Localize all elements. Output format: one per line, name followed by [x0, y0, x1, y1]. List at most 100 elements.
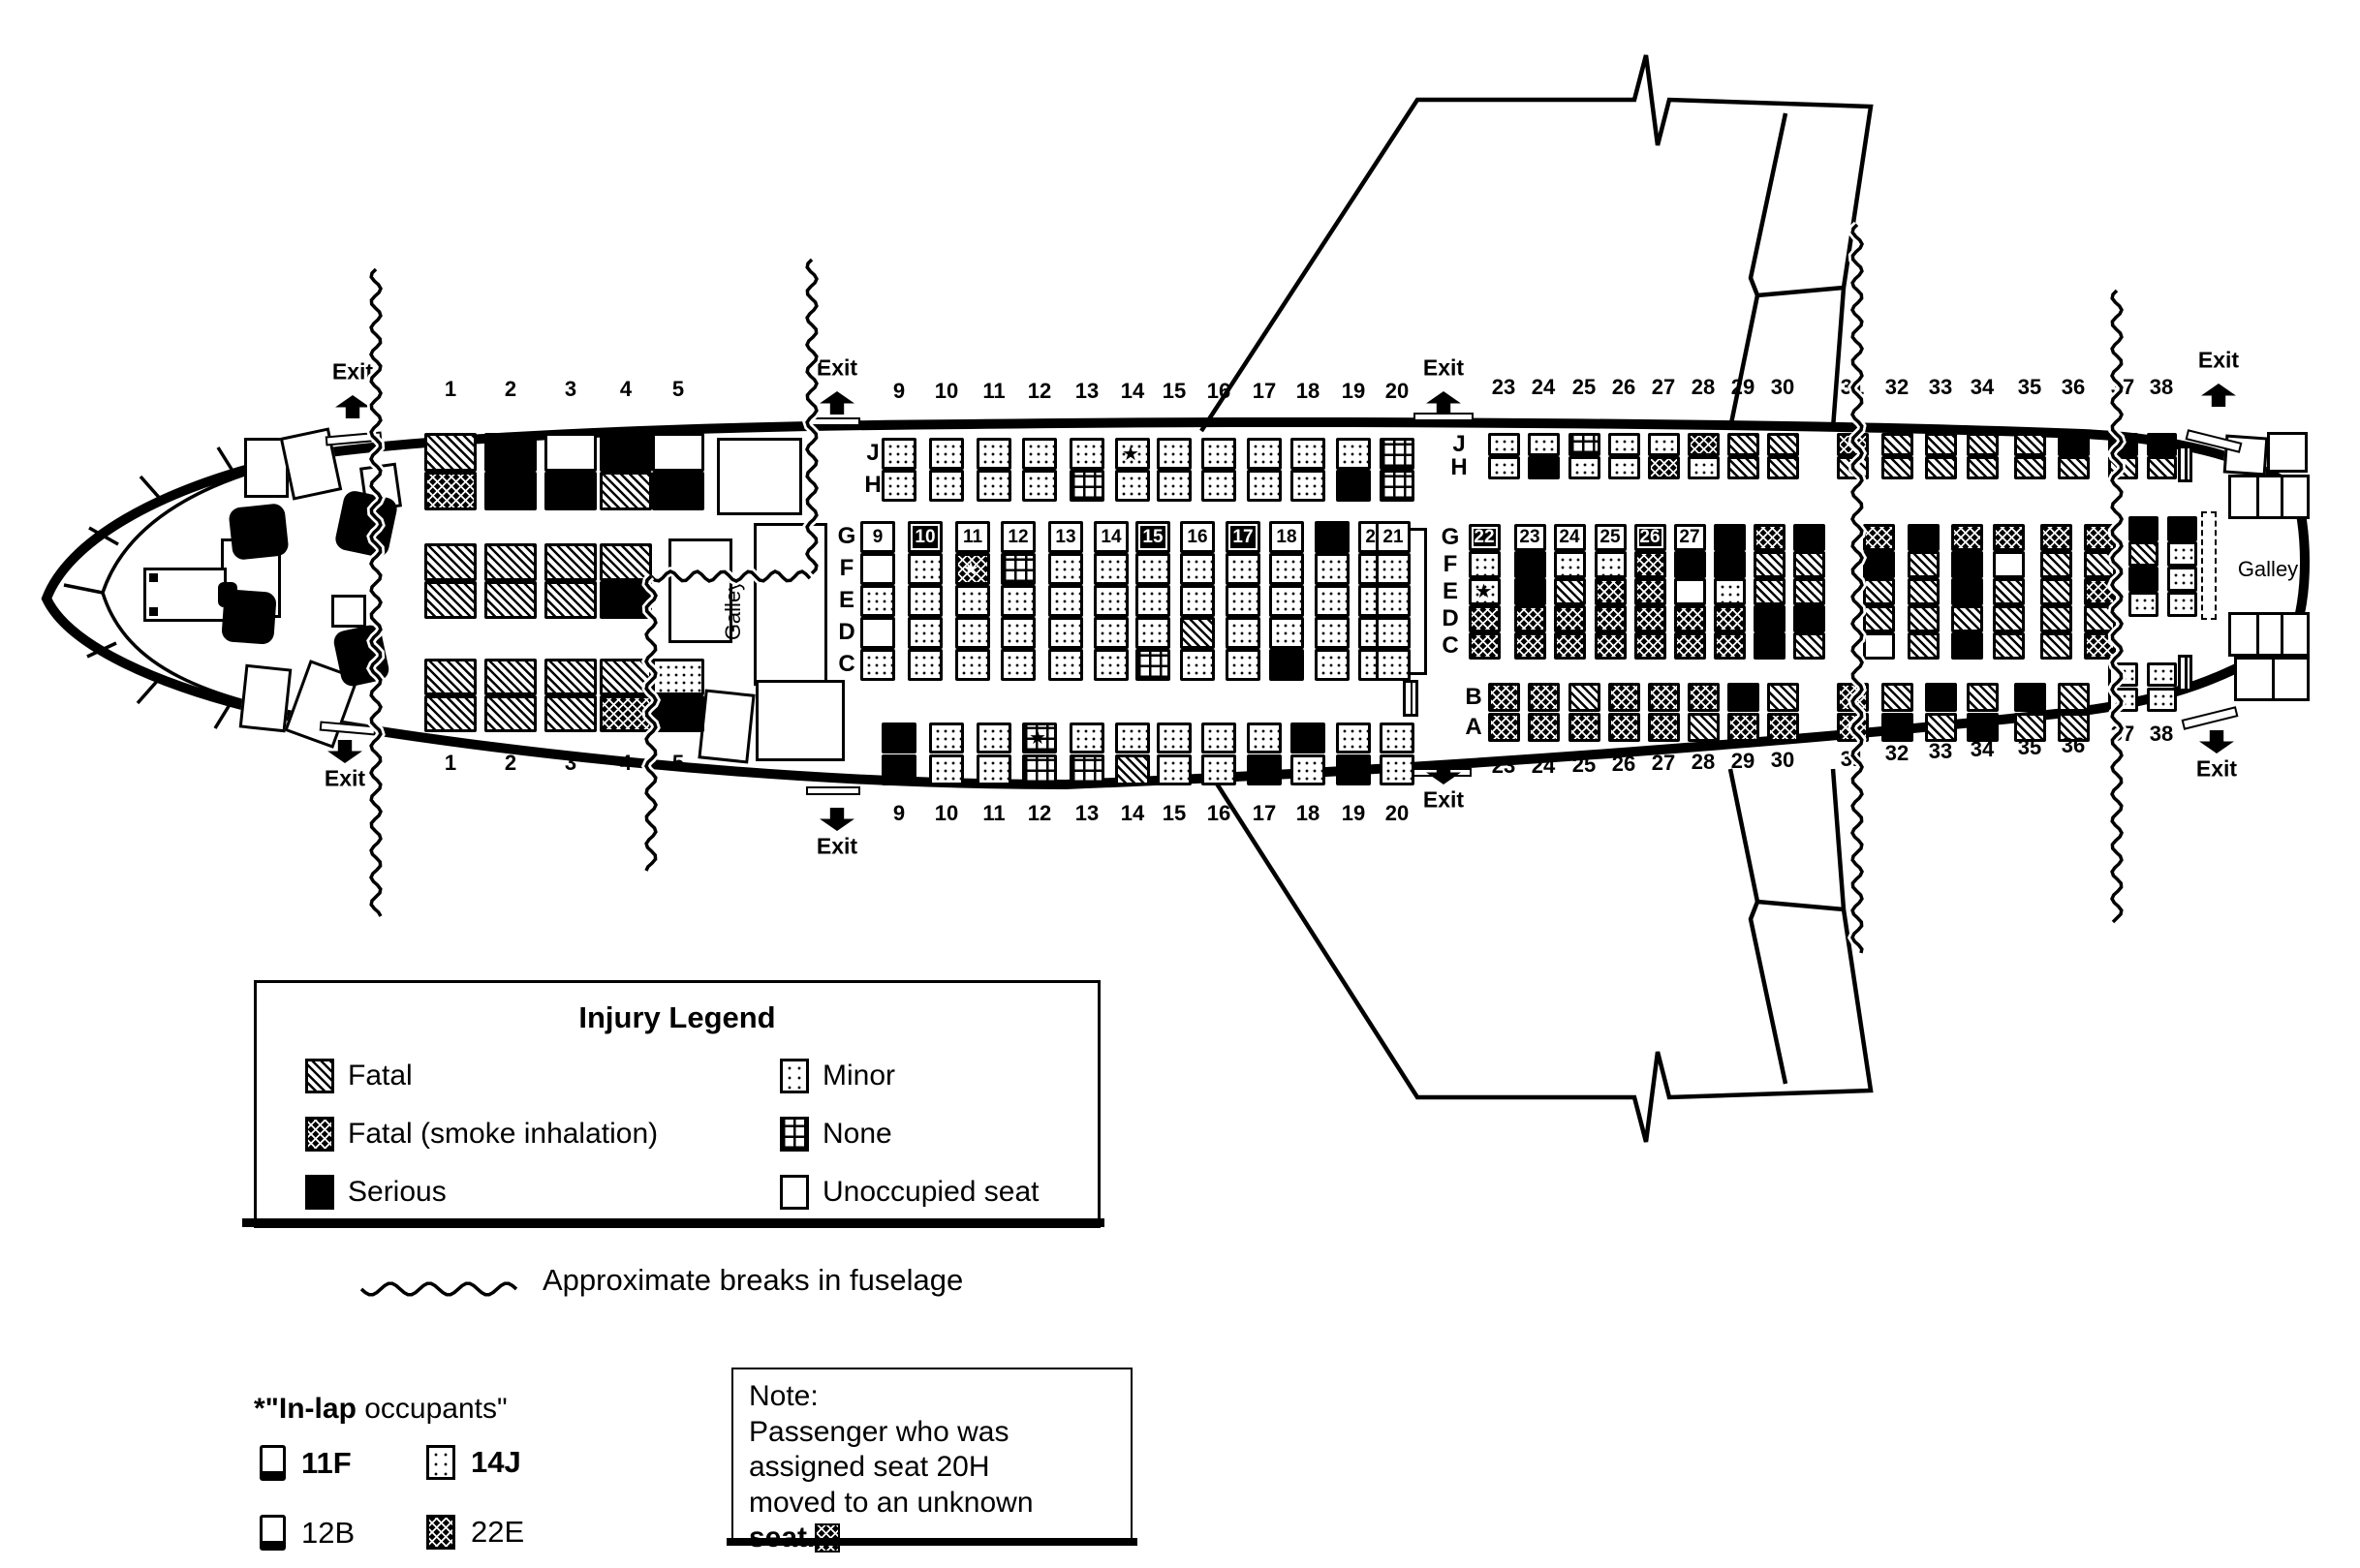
seat-31E — [1862, 578, 1895, 605]
seat-15E — [1135, 585, 1170, 617]
lap-seat-icon — [260, 1445, 286, 1481]
cockpit-seat — [333, 488, 399, 560]
seat-25H — [1568, 456, 1600, 479]
inlap-star-icon: ★ — [962, 558, 979, 580]
seat-36G — [2083, 524, 2116, 551]
seat-2J — [484, 433, 537, 472]
seat-27J — [1647, 433, 1680, 456]
minor-swatch-icon — [780, 1059, 809, 1093]
seat-9E — [860, 585, 895, 617]
seat-4H — [600, 472, 652, 510]
inlap-seat-label: 22E — [471, 1515, 525, 1549]
row-label-top-19: 19 — [1341, 379, 1366, 403]
seat-18C — [1269, 649, 1304, 681]
row-label-top-1: 1 — [444, 377, 457, 401]
seat-37D — [2127, 592, 2158, 617]
row-label-bottom-23: 23 — [1491, 753, 1516, 778]
row-label-top-34: 34 — [1970, 375, 1995, 399]
seat-26G: 26 — [1633, 524, 1666, 551]
exit-label: Exit — [2195, 755, 2238, 782]
cockpit-console — [143, 568, 237, 622]
seat-letter-H: H — [1450, 454, 1468, 480]
seat-14G: 14 — [1094, 521, 1129, 553]
inlap-seat-label: 11F — [301, 1445, 352, 1480]
seat-14E — [1094, 585, 1129, 617]
seat-15H — [1157, 470, 1192, 502]
row-label-top-3: 3 — [564, 377, 577, 401]
seat-22G: 22 — [1468, 524, 1501, 551]
exit-label: Exit — [1422, 354, 1465, 381]
seat-28C — [1713, 632, 1746, 660]
seat-18H — [1290, 470, 1325, 502]
seat-30E — [1792, 578, 1825, 605]
seat-21G: 21 — [1376, 521, 1411, 553]
seat-letter-D: D — [1442, 605, 1459, 631]
seat-9F — [860, 553, 895, 585]
seat-letter-B: B — [882, 724, 899, 751]
seat-15G: 15 — [1135, 521, 1170, 553]
seat-letter-J: J — [866, 440, 880, 466]
seat-13D — [1048, 617, 1083, 649]
galley-divider — [2272, 660, 2275, 698]
seat-38B — [2146, 662, 2177, 687]
galley-divider — [2281, 477, 2284, 516]
legend-item: Fatal (smoke inhalation) — [305, 1117, 658, 1152]
seat-letter-E: E — [838, 587, 855, 613]
row-label-top-33: 33 — [1928, 375, 1953, 399]
seat-29G — [1753, 524, 1786, 551]
seat-19H — [1336, 470, 1371, 502]
legend-item: Unoccupied seat — [780, 1175, 1039, 1210]
seat-4C — [600, 581, 652, 619]
seat-25G: 25 — [1594, 524, 1627, 551]
seat-2A — [484, 695, 537, 732]
seat-23F — [1513, 551, 1546, 578]
legend-item-label: Serious — [348, 1176, 447, 1208]
seat-letter-J: J — [1452, 431, 1466, 457]
seat-5B — [652, 659, 704, 695]
seat-letter-C: C — [1442, 632, 1459, 659]
stowage-box — [754, 523, 827, 686]
galley-unit — [2228, 475, 2310, 519]
row-label-top-30: 30 — [1770, 375, 1795, 399]
row-label-bottom-28: 28 — [1691, 750, 1716, 774]
row-label-bottom-4: 4 — [619, 751, 633, 775]
seat-25C — [1594, 632, 1627, 660]
row-label-top-2: 2 — [504, 377, 517, 401]
seat-letter-C: C — [838, 651, 855, 677]
seat-34H — [1966, 456, 1999, 479]
seat-30H — [1766, 456, 1799, 479]
seat-19D — [1315, 617, 1350, 649]
legend-item-label: Minor — [823, 1060, 896, 1091]
note-line: Passenger who was — [749, 1415, 1009, 1448]
inlap-item: 12B — [260, 1515, 355, 1551]
breaks-caption: Approximate breaks in fuselage — [543, 1263, 964, 1297]
seat-1D — [424, 543, 477, 581]
row-label-top-11: 11 — [982, 379, 1006, 403]
inlap-title: *"In-lap occupants" — [254, 1393, 508, 1426]
seat-12B: ★ — [1022, 723, 1057, 753]
seat-14B — [1115, 723, 1150, 753]
seat-24C — [1553, 632, 1586, 660]
seat-29D — [1753, 605, 1786, 632]
stowage-box — [756, 680, 845, 761]
seat-38F — [2166, 541, 2197, 567]
exit-arrow-icon — [820, 808, 854, 831]
seat-18A — [1290, 754, 1325, 785]
seat-24J — [1527, 433, 1560, 456]
seat-3H — [544, 472, 597, 510]
seat-28B — [1687, 683, 1720, 712]
seat-22C — [1468, 632, 1501, 660]
legend-bottom-rule — [242, 1218, 1104, 1227]
seat-1J — [424, 433, 477, 472]
seat-17A — [1247, 754, 1282, 785]
seat-17B — [1247, 723, 1282, 753]
inlap-item: 14J — [426, 1445, 521, 1480]
row-label-top-28: 28 — [1691, 375, 1716, 399]
seat-26A — [1607, 713, 1640, 742]
attendant-jumpseat — [2178, 446, 2192, 482]
seat-14F — [1094, 553, 1129, 585]
seat-25B — [1568, 683, 1600, 712]
seat-22D — [1468, 605, 1501, 632]
seat-33A — [1924, 713, 1957, 742]
seat-2H — [484, 472, 537, 510]
